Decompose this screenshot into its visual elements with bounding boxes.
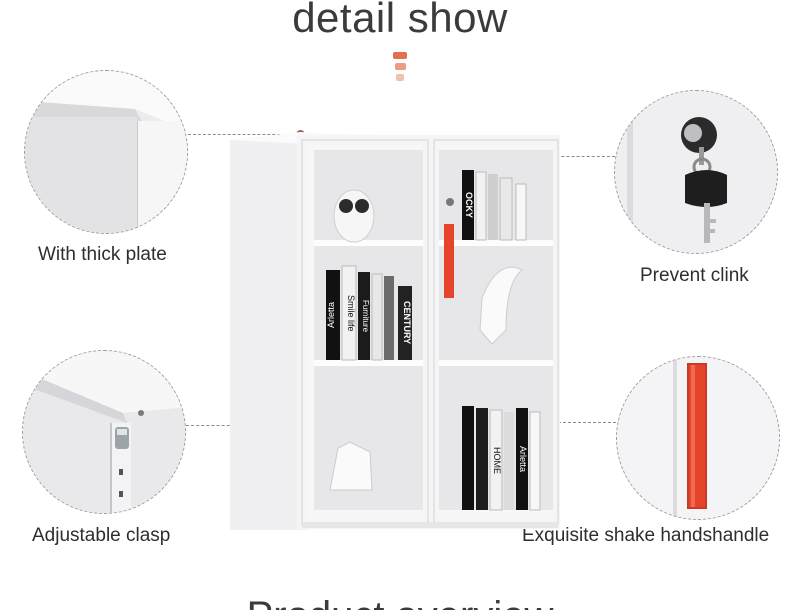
handle-detail-image: [617, 357, 779, 519]
caption-shake-handle: Exquisite shake handshandle: [522, 525, 770, 546]
clasp-detail-image: [23, 351, 185, 513]
book-spine-century: CENTURY: [402, 301, 412, 345]
detail-circle-lock: [614, 90, 778, 254]
detail-circle-handle: [616, 356, 780, 520]
caption-adjustable-clasp: Adjustable clasp: [32, 525, 171, 546]
book-spine-arletta: Arletta: [326, 302, 336, 329]
thick-plate-detail-image: [25, 71, 187, 233]
decoration-bar: [396, 74, 404, 81]
caption-prevent-clink: Prevent clink: [640, 265, 749, 286]
book-spine-arletta-2: Arletta: [518, 445, 528, 472]
book-spine-ocky: OCKY: [464, 191, 474, 218]
book-spine-smile-life: Smile life: [346, 294, 356, 332]
decoration-bar: [393, 52, 407, 59]
book-spine-home: HOME: [492, 446, 502, 474]
page-title: detail show: [292, 0, 508, 41]
lock-key-detail-image: [615, 91, 777, 253]
detail-circle-thick-plate: [24, 70, 188, 234]
cabinet-image: Arletta Smile life Furniture CENTURY OCK…: [230, 130, 563, 530]
detail-circle-clasp: [22, 350, 186, 514]
leader-line-top-left: [188, 134, 300, 135]
decoration-bar: [394, 63, 406, 70]
title-decoration: [393, 52, 407, 85]
book-spine-furniture: Furniture: [361, 299, 370, 332]
caption-thick-plate: With thick plate: [38, 244, 167, 265]
next-section-heading: Product overview: [0, 596, 800, 610]
glass-cabinet: [230, 132, 563, 530]
